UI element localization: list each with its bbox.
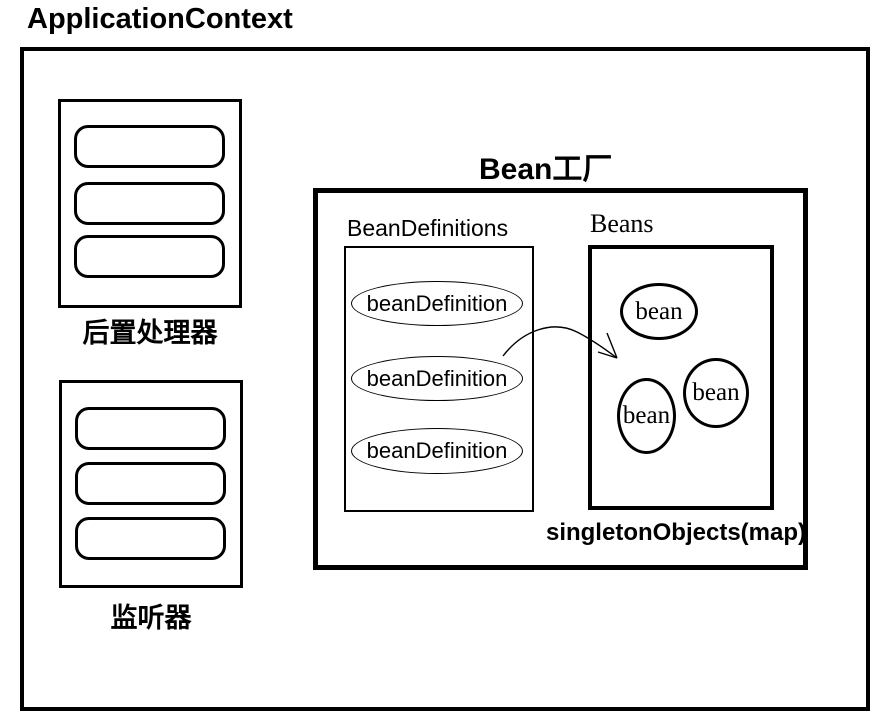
page-title: ApplicationContext <box>27 3 293 35</box>
listeners-box <box>59 380 243 588</box>
bean-text: bean <box>692 379 740 406</box>
post-processor-slot <box>74 125 225 168</box>
bean-definitions-label: BeanDefinitions <box>347 215 509 241</box>
bean-definition-text: beanDefinition <box>366 438 508 463</box>
post-processors-label: 后置处理器 <box>82 318 218 348</box>
bean-ellipse: bean <box>617 378 676 454</box>
post-processor-slot <box>74 235 225 278</box>
listeners-label: 监听器 <box>110 603 192 633</box>
bean-definition-ellipse: beanDefinition <box>351 428 523 474</box>
singleton-objects-label: singletonObjects(map) <box>545 519 806 546</box>
beans-box <box>588 245 774 510</box>
bean-definition-text: beanDefinition <box>366 290 508 316</box>
listener-slot <box>75 407 226 450</box>
listener-slot <box>75 462 226 505</box>
bean-definitions-box <box>344 246 534 512</box>
application-context-box <box>20 47 870 711</box>
beans-label: Beans <box>590 209 654 238</box>
bean-ellipse: bean <box>683 358 749 428</box>
bean-factory-title: Bean工厂 <box>479 153 613 186</box>
bean-definition-ellipse: beanDefinition <box>351 356 523 401</box>
bean-text: bean <box>622 402 671 429</box>
definition-to-bean-arrow <box>502 326 618 359</box>
bean-definition-ellipse: beanDefinition <box>351 281 523 326</box>
bean-text: bean <box>635 297 683 325</box>
bean-factory-box <box>313 188 808 570</box>
bean-definition-text: beanDefinition <box>366 365 508 391</box>
post-processor-slot <box>74 182 225 225</box>
listener-slot <box>75 517 226 560</box>
post-processors-box <box>58 99 242 308</box>
bean-ellipse: bean <box>620 283 698 340</box>
